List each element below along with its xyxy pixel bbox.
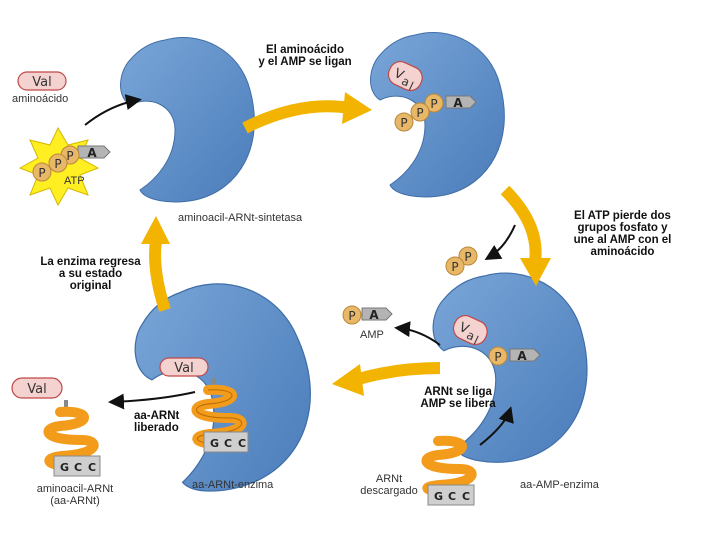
svg-text:P: P xyxy=(430,97,437,111)
enzyme-bottom-right xyxy=(432,272,588,463)
svg-text:l: l xyxy=(472,333,481,347)
svg-text:A: A xyxy=(87,146,97,160)
caption-bind: El aminoácido y el AMP se ligan xyxy=(258,44,352,69)
label-synthetase: aminoacil-ARNt-sintetasa xyxy=(178,212,303,224)
enzyme-bottom-left xyxy=(124,269,327,502)
val-pill-aa-trna-enzyme: Val xyxy=(159,357,209,377)
label-amp: AMP xyxy=(360,329,384,341)
arrow-amp-released xyxy=(394,321,441,346)
atp-molecule: A P P P xyxy=(32,145,111,182)
label-trna-discharged: ARNt descargado xyxy=(360,473,418,497)
arrow-left xyxy=(141,216,171,312)
svg-text:C: C xyxy=(462,490,470,503)
arrow-bottom xyxy=(332,362,441,396)
svg-text:A: A xyxy=(453,96,463,110)
svg-text:C: C xyxy=(448,490,456,503)
val-pill-aminoacid: Val xyxy=(17,71,67,91)
svg-text:C: C xyxy=(238,437,246,450)
svg-text:Val: Val xyxy=(32,75,51,90)
amp-bound: A P xyxy=(488,346,541,366)
val-tilted-top: V a l xyxy=(387,61,423,94)
svg-text:l: l xyxy=(407,79,416,93)
label-atp: ATP xyxy=(64,175,85,187)
val-pill-released: Val xyxy=(11,377,63,399)
svg-text:G: G xyxy=(210,437,219,450)
svg-text:P: P xyxy=(348,309,355,323)
caption-returns: La enzima regresa a su estado original xyxy=(40,256,141,293)
trna-discharged: G C C xyxy=(421,435,477,506)
arrow-aminoacid-to-enzyme xyxy=(84,94,142,126)
caption-atp-loses: El ATP pierde dos grupos fosfato y une a… xyxy=(573,210,672,259)
caption-trna-binds: ARNt se liga AMP se libera xyxy=(420,386,496,411)
svg-text:C: C xyxy=(88,461,96,474)
svg-text:Val: Val xyxy=(27,382,46,397)
enzyme-top-left xyxy=(120,36,255,203)
arrow-aa-trna-released xyxy=(108,391,196,410)
atp-bound: A P P P xyxy=(394,93,477,132)
svg-text:A: A xyxy=(517,349,527,363)
amp-free: A P xyxy=(342,305,393,325)
svg-text:P: P xyxy=(66,149,73,163)
svg-text:Val: Val xyxy=(174,361,193,376)
label-aminoacyl-trna: aminoacil-ARNt (aa-ARNt) xyxy=(36,483,114,507)
arrow-top xyxy=(242,92,372,134)
arrow-trna-binds xyxy=(479,406,514,446)
val-tilted-bottom: V a l xyxy=(452,315,488,348)
trna-released: G C C xyxy=(43,400,101,477)
svg-text:P: P xyxy=(38,166,45,180)
caption-released: aa-ARNt liberado xyxy=(134,410,180,435)
svg-text:P: P xyxy=(451,260,458,274)
svg-text:G: G xyxy=(434,490,443,503)
pyrophosphate: P P xyxy=(445,246,478,276)
svg-text:P: P xyxy=(416,106,423,120)
arrow-right xyxy=(500,185,551,286)
svg-text:P: P xyxy=(464,250,471,264)
label-aa-amp-enzyme: aa-AMP-enzima xyxy=(520,479,599,491)
svg-text:C: C xyxy=(74,461,82,474)
svg-text:G: G xyxy=(60,461,69,474)
svg-text:C: C xyxy=(224,437,232,450)
enzyme-top-right xyxy=(370,31,505,198)
arrow-ppi-released xyxy=(484,224,516,261)
svg-text:P: P xyxy=(400,116,407,130)
label-aa-trna-enzyme: aa-ARNt-enzima xyxy=(192,479,274,491)
svg-text:A: A xyxy=(369,308,379,322)
label-aminoacid: aminoácido xyxy=(12,93,69,105)
trna-bound: G C C xyxy=(191,378,249,453)
svg-text:P: P xyxy=(54,157,61,171)
svg-text:P: P xyxy=(494,350,501,364)
